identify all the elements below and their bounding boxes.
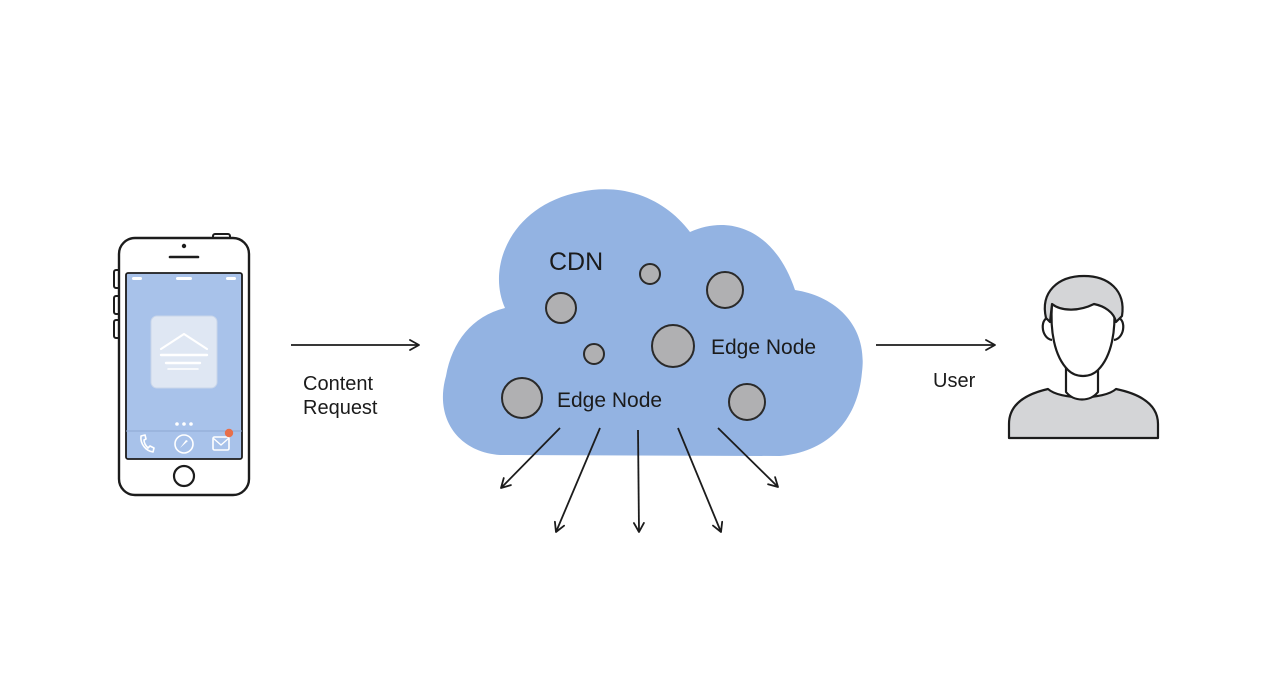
- compass-icon: [174, 434, 194, 454]
- phone-camera: [181, 243, 187, 249]
- phone-home-button: [172, 464, 196, 488]
- user-label: User: [933, 370, 976, 392]
- edge-node: [583, 343, 605, 365]
- distribution-arrow: [717, 427, 779, 488]
- content-request-label-line2: Request: [303, 397, 378, 419]
- mail-icon: [212, 428, 234, 451]
- content-request-label-line1: Content: [303, 373, 373, 395]
- person-face: [1050, 302, 1116, 378]
- smartphone-icon: [113, 233, 251, 497]
- edge-node: [651, 324, 695, 368]
- page-indicator-dots: [175, 422, 193, 426]
- phone-call-icon: [140, 434, 155, 453]
- cdn-label: CDN: [549, 248, 603, 276]
- person-avatar-icon: [1007, 274, 1160, 440]
- cdn-cloud: [442, 189, 863, 456]
- home-icon: [159, 332, 209, 351]
- edge-node-label-right: Edge Node: [711, 336, 816, 359]
- status-bar: [132, 277, 236, 280]
- notification-badge: [224, 428, 234, 438]
- edge-node: [639, 263, 661, 285]
- edge-node-label-left: Edge Node: [557, 389, 662, 412]
- edge-node: [728, 383, 766, 421]
- edge-node: [706, 271, 744, 309]
- edge-node: [501, 377, 543, 419]
- distribution-arrow: [500, 427, 561, 489]
- app-card: [150, 315, 218, 389]
- edge-node: [545, 292, 577, 324]
- cloud-shape: [442, 189, 863, 456]
- person-hair: [1043, 274, 1124, 324]
- edge-nodes: [501, 263, 766, 421]
- distribution-arrow: [677, 427, 724, 533]
- distribution-arrow: [633, 429, 645, 533]
- distribution-arrow: [554, 427, 601, 533]
- distribution-arrows: [500, 427, 779, 533]
